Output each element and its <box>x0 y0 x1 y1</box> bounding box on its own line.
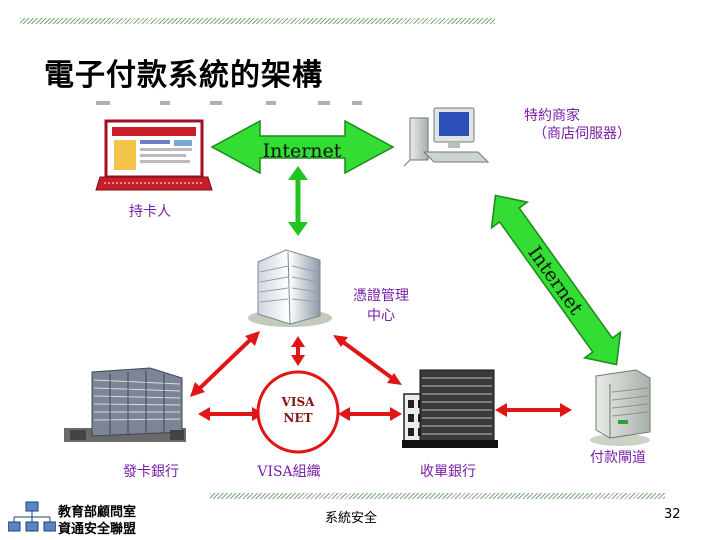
arrow-ca-acquiring <box>333 335 402 385</box>
header-hatch-bar <box>20 18 495 24</box>
arrow-ca-issuing <box>190 331 260 397</box>
merchant-label-line1: 特約商家 <box>524 107 580 124</box>
internet-arrow-top: Internet <box>210 119 395 175</box>
payment-arrows <box>190 331 572 421</box>
internet-label-top: Internet <box>263 140 342 162</box>
issuing-bank-label: 發卡銀行 <box>123 464 179 480</box>
org-name-line1: 教育部顧問室 <box>58 505 137 520</box>
issuing-bank-building-icon <box>64 367 186 442</box>
internet-arrow-diagonal: Internet <box>490 194 622 366</box>
footer-section-title: 系統安全 <box>325 511 378 526</box>
visanet-label-line2: NET <box>283 411 312 425</box>
arrow-issuing-visanet <box>198 407 264 421</box>
arrow-visanet-acquiring <box>338 407 402 421</box>
ca-label-line1: 憑證管理 <box>353 287 409 304</box>
visanet-label-line1: VISA <box>281 395 316 409</box>
slide-title: 電子付款系統的架構 <box>44 58 323 93</box>
cardholder-computer-icon <box>95 119 213 191</box>
footer-hatch-bar <box>210 493 665 499</box>
cardholder-label: 持卡人 <box>129 204 171 220</box>
network-logo-icon <box>8 501 56 532</box>
ca-label-line2: 中心 <box>367 308 395 324</box>
merchant-label-line2: （商店伺服器） <box>533 126 631 142</box>
gateway-label: 付款閘道 <box>590 450 646 466</box>
acquiring-bank-building-icon <box>402 369 498 448</box>
visa-org-label: VISA組織 <box>256 464 320 480</box>
acquiring-bank-label: 收單銀行 <box>420 464 476 480</box>
ca-building-icon <box>248 249 332 327</box>
internet-label-diagonal: Internet <box>523 242 587 319</box>
page-number: 32 <box>664 507 681 522</box>
merchant-computer-icon <box>403 107 490 167</box>
visanet-node: VISA NET <box>256 370 340 454</box>
cropped-text-strip <box>96 101 362 105</box>
arrow-acquiring-gateway <box>495 403 572 417</box>
green-arrow-vertical <box>288 166 308 236</box>
gateway-server-icon <box>590 369 651 446</box>
arrow-ca-visanet <box>291 336 305 366</box>
org-name-line2: 資通安全聯盟 <box>58 522 137 537</box>
